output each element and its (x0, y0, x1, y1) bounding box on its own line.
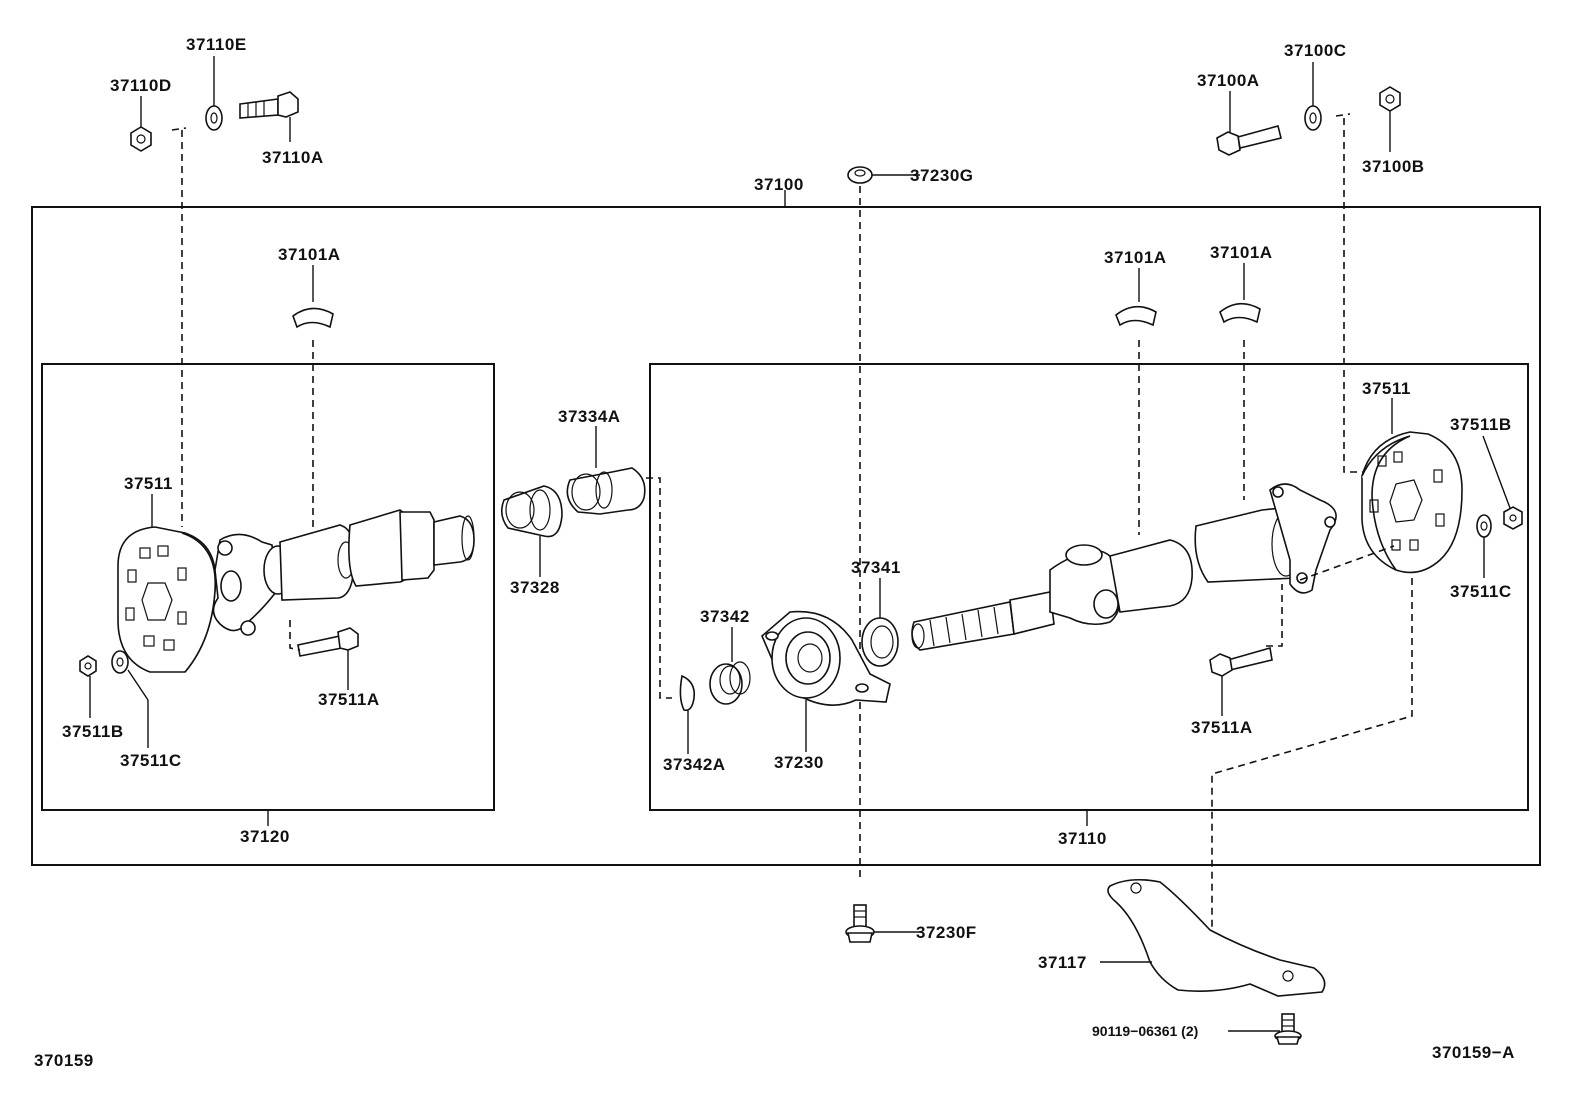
label-37100A: 37100A (1197, 71, 1260, 90)
bolt-90119-06361 (1274, 1013, 1302, 1045)
label-37342A: 37342A (663, 755, 726, 774)
washer-37511C-left (111, 650, 129, 674)
washer-37100C (1304, 105, 1322, 131)
washer-37110E (205, 105, 223, 131)
boot-37328 (500, 485, 563, 538)
subassembly-37110-box (649, 363, 1529, 811)
label-37110E: 37110E (186, 35, 247, 54)
nut-37511B-right (1503, 506, 1523, 530)
bolt-37100A (1216, 125, 1282, 156)
figure-number-right: 370159−A (1432, 1043, 1515, 1062)
label-90119-06361: 90119−06361 (2) (1092, 1023, 1198, 1039)
bolt-37511A-right (1209, 646, 1273, 677)
bolt-37110A (239, 91, 299, 119)
nut-37230G (847, 166, 873, 184)
snap-ring-37342A (679, 674, 696, 712)
label-37342: 37342 (700, 607, 750, 626)
label-37230F: 37230F (916, 923, 977, 942)
label-37110: 37110 (1058, 829, 1107, 848)
collar-37342 (709, 661, 751, 705)
label-37110A: 37110A (262, 148, 324, 167)
label-37341: 37341 (851, 558, 901, 577)
label-37511B-right: 37511B (1450, 415, 1512, 434)
nut-37511B-left (79, 655, 97, 677)
label-37511B-left: 37511B (62, 722, 124, 741)
label-37101A-left: 37101A (278, 245, 341, 264)
bolt-37511A-left (297, 627, 359, 657)
bracket-37117 (1107, 878, 1326, 997)
label-37511C-left: 37511C (120, 751, 182, 770)
flex-coupling-37511-left (117, 526, 217, 673)
center-bearing-37230 (761, 610, 891, 706)
pad-37101A-mid (1115, 305, 1157, 327)
label-37110D: 37110D (110, 76, 172, 95)
drive-shaft-37120 (212, 509, 475, 636)
nut-37110D (130, 126, 152, 152)
label-37120: 37120 (240, 827, 290, 846)
label-37511A-left: 37511A (318, 690, 380, 709)
label-37230: 37230 (774, 753, 824, 772)
pad-37101A-left (292, 307, 334, 329)
label-37100B: 37100B (1362, 157, 1425, 176)
seal-37341 (861, 617, 899, 667)
label-37101A-right: 37101A (1210, 243, 1273, 262)
label-37101A-mid: 37101A (1104, 248, 1167, 267)
bolt-37230F (845, 904, 875, 943)
pad-37101A-right (1219, 302, 1261, 324)
label-37230G: 37230G (910, 166, 974, 185)
assembly-37100-box (31, 206, 1541, 866)
nut-37100B (1379, 86, 1401, 112)
label-37511-left: 37511 (124, 474, 173, 493)
flex-coupling-37511-right (1361, 431, 1463, 574)
label-37511C-right: 37511C (1450, 582, 1512, 601)
label-37328: 37328 (510, 578, 560, 597)
label-37100C: 37100C (1284, 41, 1347, 60)
label-37511-right: 37511 (1362, 379, 1411, 398)
sleeve-37334A (566, 467, 646, 515)
drive-shaft-37110 (911, 483, 1337, 651)
figure-number-left: 370159 (34, 1051, 94, 1070)
label-37117: 37117 (1038, 953, 1087, 972)
label-37100: 37100 (754, 175, 804, 194)
label-37334A: 37334A (558, 407, 621, 426)
washer-37511C-right (1476, 514, 1492, 538)
label-37511A-right: 37511A (1191, 718, 1253, 737)
